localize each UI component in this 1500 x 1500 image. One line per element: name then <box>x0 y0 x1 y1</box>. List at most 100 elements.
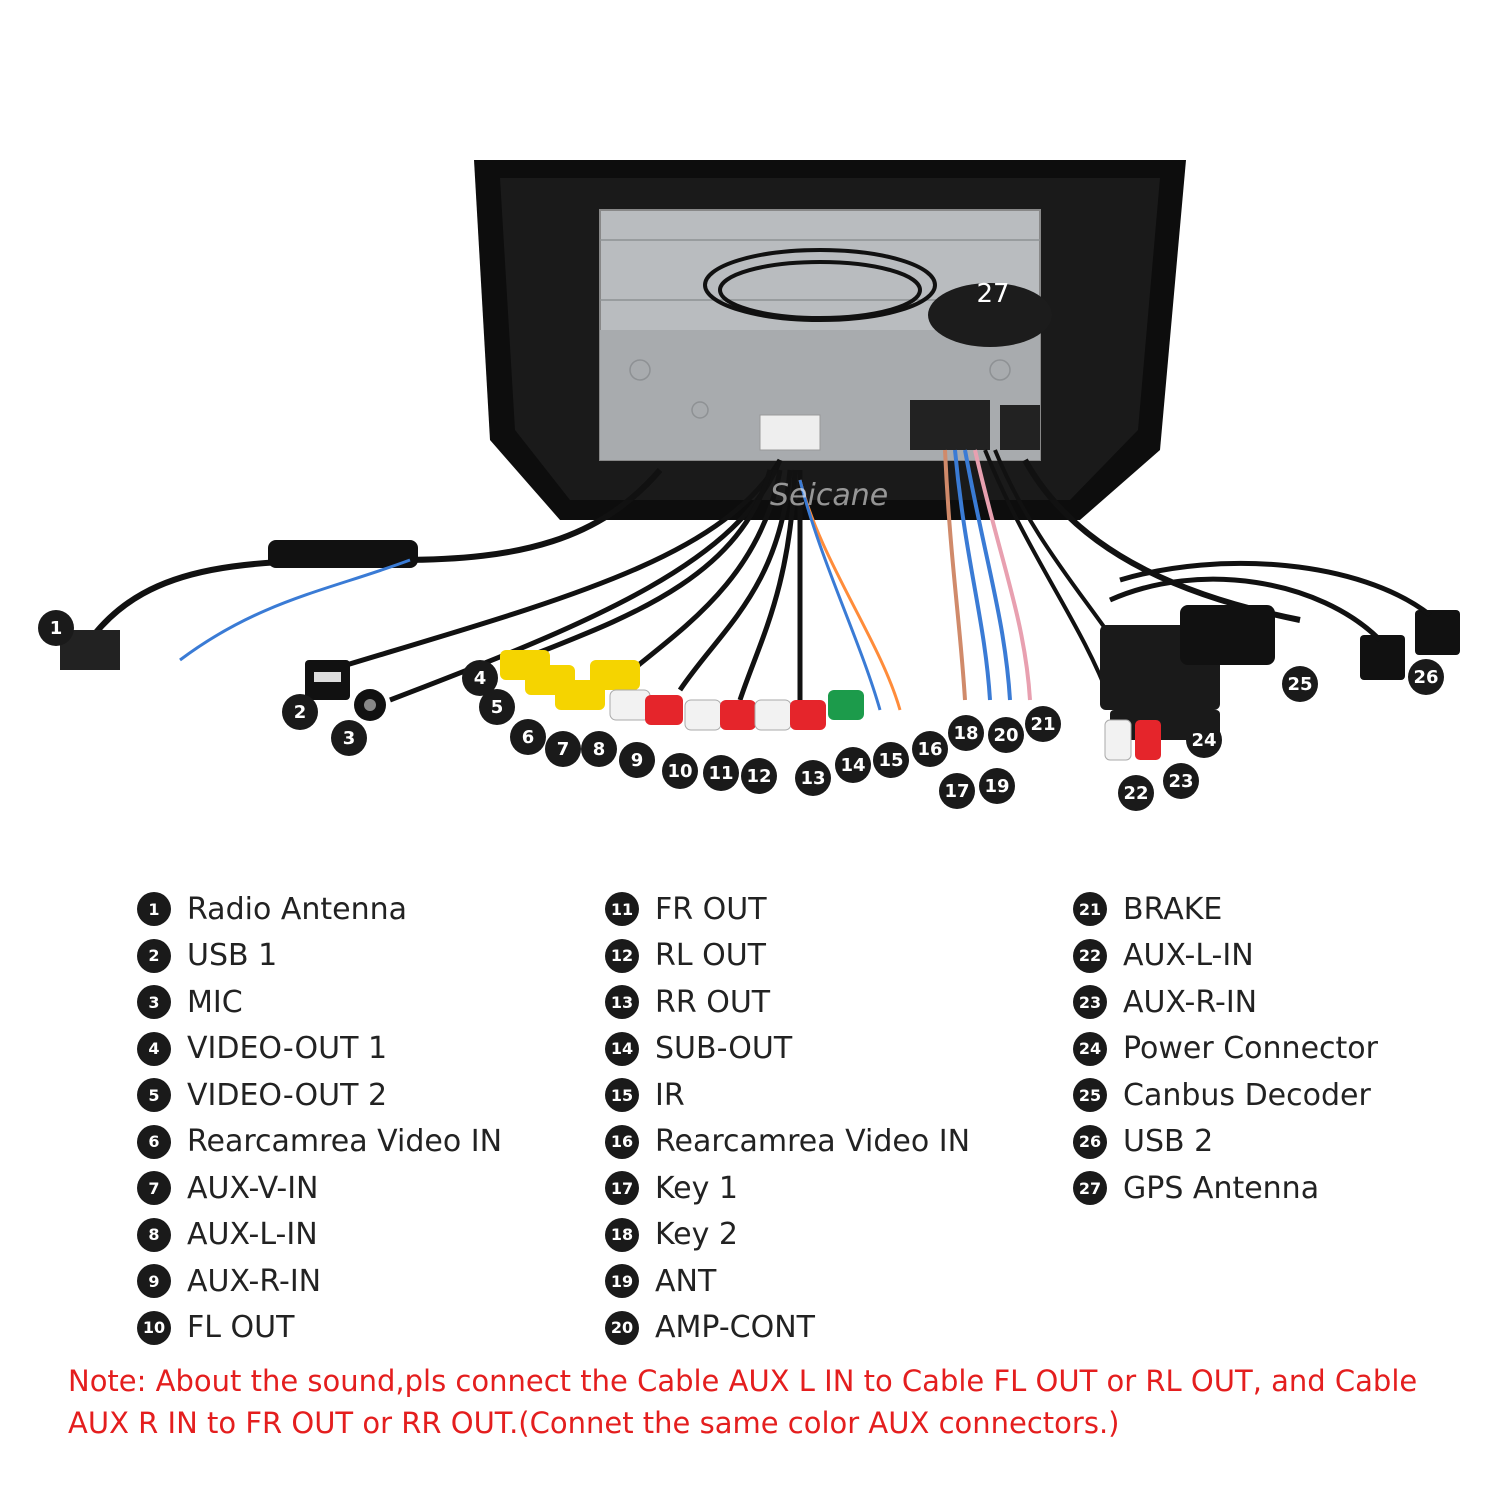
legend-label: AUX-L-IN <box>187 1217 318 1253</box>
legend-number: 14 <box>605 1031 639 1066</box>
legend-number: 18 <box>605 1217 639 1252</box>
gps-antenna <box>928 283 1052 347</box>
legend-item: 7 AUX-V-IN <box>137 1165 502 1212</box>
callout-18: 18 <box>948 715 984 751</box>
canbus-decoder <box>1180 605 1275 665</box>
legend-item: 20 AMP-CONT <box>605 1305 970 1352</box>
callout-9: 9 <box>619 742 655 778</box>
callout-25: 25 <box>1282 666 1318 702</box>
callout-17: 17 <box>939 773 975 809</box>
legend-number: 21 <box>1073 892 1107 927</box>
callout-23: 23 <box>1163 763 1199 799</box>
legend-item: 24 Power Connector <box>1073 1026 1378 1073</box>
callout-13: 13 <box>795 760 831 796</box>
callout-7: 7 <box>545 731 581 767</box>
legend-label: Key 2 <box>655 1217 739 1253</box>
legend-item: 8 AUX-L-IN <box>137 1212 502 1259</box>
legend-number: 24 <box>1073 1031 1107 1066</box>
legend-label: ANT <box>655 1263 717 1299</box>
legend-label: Power Connector <box>1123 1031 1378 1067</box>
legend-item: 22 AUX-L-IN <box>1073 933 1378 980</box>
legend-item: 21 BRAKE <box>1073 886 1378 933</box>
legend-label: GPS Antenna <box>1123 1170 1320 1206</box>
callout-12: 12 <box>741 758 777 794</box>
legend-label: SUB-OUT <box>655 1031 793 1067</box>
legend-label: AMP-CONT <box>655 1310 815 1346</box>
callout-11: 11 <box>703 755 739 791</box>
legend-number: 1 <box>137 892 171 927</box>
legend-number: 22 <box>1073 938 1107 973</box>
legend-number: 15 <box>605 1078 639 1113</box>
legend-label: IR <box>655 1077 685 1113</box>
legend-item: 2 USB 1 <box>137 933 502 980</box>
legend-number: 9 <box>137 1264 171 1299</box>
legend-number: 27 <box>1073 1171 1107 1206</box>
note-line-2: AUX R IN to FR OUT or RR OUT.(Connet the… <box>68 1406 1120 1440</box>
legend-number: 20 <box>605 1310 639 1345</box>
legend-item: 11 FR OUT <box>605 886 970 933</box>
legend-label: Radio Antenna <box>187 891 408 927</box>
legend-label: AUX-V-IN <box>187 1170 319 1206</box>
callout-21: 21 <box>1025 706 1061 742</box>
legend-item: 17 Key 1 <box>605 1165 970 1212</box>
legend-number: 4 <box>137 1031 171 1066</box>
legend-label: VIDEO-OUT 1 <box>187 1031 388 1067</box>
legend-label: MIC <box>187 984 243 1020</box>
legend-item: 5 VIDEO-OUT 2 <box>137 1072 502 1119</box>
legend-label: USB 1 <box>187 938 278 974</box>
callout-4: 4 <box>462 660 498 696</box>
legend-item: 14 SUB-OUT <box>605 1026 970 1073</box>
legend-label: FR OUT <box>655 891 767 927</box>
callout-22: 22 <box>1118 775 1154 811</box>
callout-10: 10 <box>662 753 698 789</box>
head-unit-wiring-photo: Seicane <box>60 160 1460 761</box>
callout-24: 24 <box>1186 722 1222 758</box>
legend-item: 19 ANT <box>605 1258 970 1305</box>
legend-number: 8 <box>137 1217 171 1252</box>
legend-item: 15 IR <box>605 1072 970 1119</box>
legend-item: 4 VIDEO-OUT 1 <box>137 1026 502 1073</box>
legend-item: 3 MIC <box>137 979 502 1026</box>
legend-item: 16 Rearcamrea Video IN <box>605 1119 970 1166</box>
callout-14: 14 <box>835 747 871 783</box>
legend-label: Key 1 <box>655 1170 739 1206</box>
legend-number: 5 <box>137 1078 171 1113</box>
legend-number: 26 <box>1073 1124 1107 1159</box>
callout-16: 16 <box>912 731 948 767</box>
legend-number: 19 <box>605 1264 639 1299</box>
legend-label: Rearcamrea Video IN <box>187 1124 503 1160</box>
legend-number: 25 <box>1073 1078 1107 1113</box>
callout-3: 3 <box>331 720 367 756</box>
legend-item: 18 Key 2 <box>605 1212 970 1259</box>
seicane-watermark: Seicane <box>770 478 888 513</box>
legend-number: 11 <box>605 892 639 927</box>
legend-number: 12 <box>605 938 639 973</box>
legend-number: 3 <box>137 985 171 1020</box>
legend-label: FL OUT <box>187 1310 295 1346</box>
legend-label: BRAKE <box>1123 891 1223 927</box>
legend-label: RR OUT <box>655 984 771 1020</box>
legend-label: AUX-L-IN <box>1123 938 1254 974</box>
legend-number: 7 <box>137 1171 171 1206</box>
legend-label: AUX-R-IN <box>1123 984 1258 1020</box>
legend-number: 2 <box>137 938 171 973</box>
legend-number: 17 <box>605 1171 639 1206</box>
legend-number: 16 <box>605 1124 639 1159</box>
legend-number: 13 <box>605 985 639 1020</box>
antenna-amplifier <box>268 540 418 568</box>
legend-number: 10 <box>137 1310 171 1345</box>
legend-label: Rearcamrea Video IN <box>655 1124 971 1160</box>
callout-6: 6 <box>510 719 546 755</box>
callout-20: 20 <box>988 717 1024 753</box>
legend-item: 13 RR OUT <box>605 979 970 1026</box>
sound-connection-note: Note: About the sound,pls connect the Ca… <box>68 1360 1478 1444</box>
legend-label: VIDEO-OUT 2 <box>187 1077 388 1113</box>
